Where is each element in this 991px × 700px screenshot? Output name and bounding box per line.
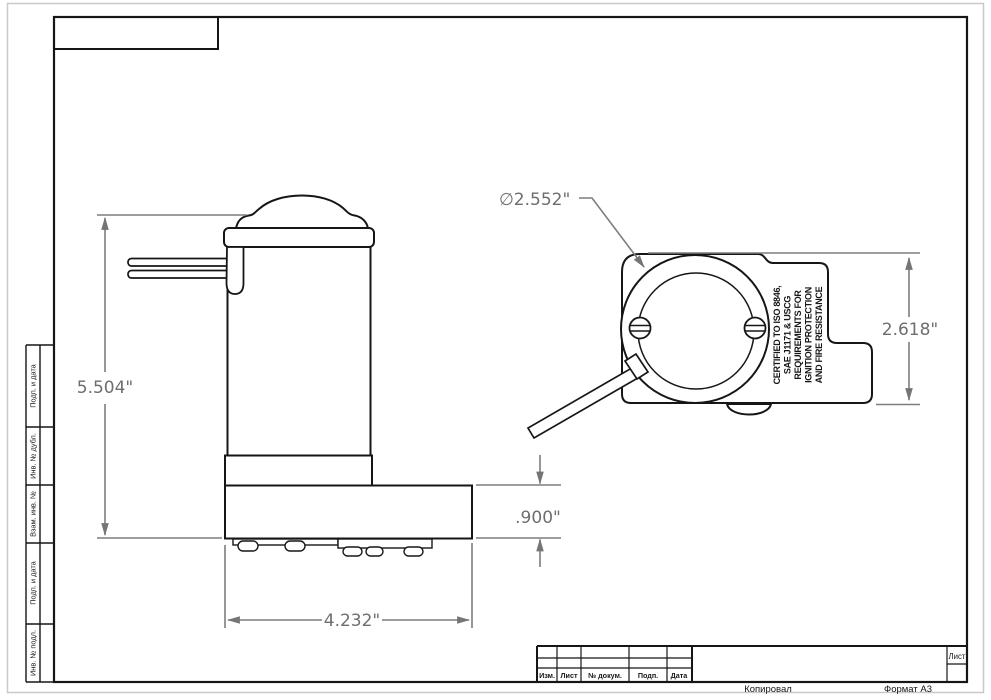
margin-label-vzam-inv: Взам. инв. № <box>29 491 38 537</box>
margin-label-inv-dubl: Инв. № дубл. <box>29 433 38 479</box>
base-subplate <box>337 538 433 549</box>
cert-line-1: CERTIFIED TO ISO 8846, <box>772 286 782 385</box>
dimension-annotations <box>97 197 920 628</box>
page-border <box>6 2 985 694</box>
cert-line-4: IGNITION PROTECTION <box>804 287 814 383</box>
screw-left <box>628 316 652 340</box>
bottom-tab <box>725 403 773 416</box>
dim-height-label: 5.504" <box>77 378 134 398</box>
wire-lead-bottom <box>127 269 241 279</box>
left-margin-strip: Подп. и дата Инв. № дубл. Взам. инв. № П… <box>25 344 54 683</box>
footer-format-label: Формат А3 <box>884 684 932 695</box>
leader-line <box>579 197 645 268</box>
motor-circle <box>620 254 770 404</box>
cert-line-3: REQUIREMENTS FOR <box>793 290 803 380</box>
cert-line-5: AND FIRE RESISTANCE <box>814 286 824 383</box>
titleblock-col-izm: Изм. <box>539 671 555 680</box>
rod-bracket <box>623 352 650 381</box>
foot <box>284 540 306 552</box>
pump-section <box>224 454 373 487</box>
margin-label-inv-podl: Инв. № подл. <box>29 630 38 676</box>
dimension-labels: 5.504" 4.232" .900" ∅2.552" 2.618" <box>77 190 939 631</box>
pump-side-view <box>127 194 473 557</box>
margin-label-podp-data-2: Подп. и дата <box>29 560 38 604</box>
drawing-frame <box>6 2 985 694</box>
foot <box>237 540 259 552</box>
dim-side-height-label: 2.618" <box>882 320 939 340</box>
foot <box>342 546 363 557</box>
dim-base-height-label: .900" <box>515 508 561 528</box>
dim-diameter-label: ∅2.552" <box>499 190 570 210</box>
motor-cap-ring <box>223 227 375 248</box>
wire-lead-top <box>127 257 241 267</box>
titleblock-col-podp: Подп. <box>638 671 658 680</box>
cert-line-2: SAE J1171 & USCG <box>783 296 793 375</box>
margin-label-podp-data-1: Подп. и дата <box>29 363 38 407</box>
terminal-boot <box>225 246 245 295</box>
screw-right <box>743 316 767 340</box>
main-frame <box>52 15 969 684</box>
certification-text: CERTIFIED TO ISO 8846, SAE J1171 & USCG … <box>772 286 824 385</box>
foot <box>403 546 424 557</box>
dim-width-label: 4.232" <box>324 611 381 631</box>
titleblock-sheet-label: Лист <box>949 652 966 661</box>
gost-frame <box>52 15 969 684</box>
motor-dome <box>234 194 370 230</box>
footer-copied-label: Копировал <box>744 684 792 695</box>
titleblock-col-dokum: № докум. <box>588 671 622 680</box>
title-block: Изм. Лист № докум. Подп. Дата Лист Копир… <box>536 645 967 695</box>
pump-base <box>224 484 473 540</box>
pump-top-view: CERTIFIED TO ISO 8846, SAE J1171 & USCG … <box>526 253 873 440</box>
stamp-box <box>53 16 219 50</box>
titleblock-col-list: Лист <box>561 671 578 680</box>
titleblock-col-data: Дата <box>671 671 689 680</box>
foot <box>365 546 384 557</box>
motor-body <box>226 246 372 457</box>
